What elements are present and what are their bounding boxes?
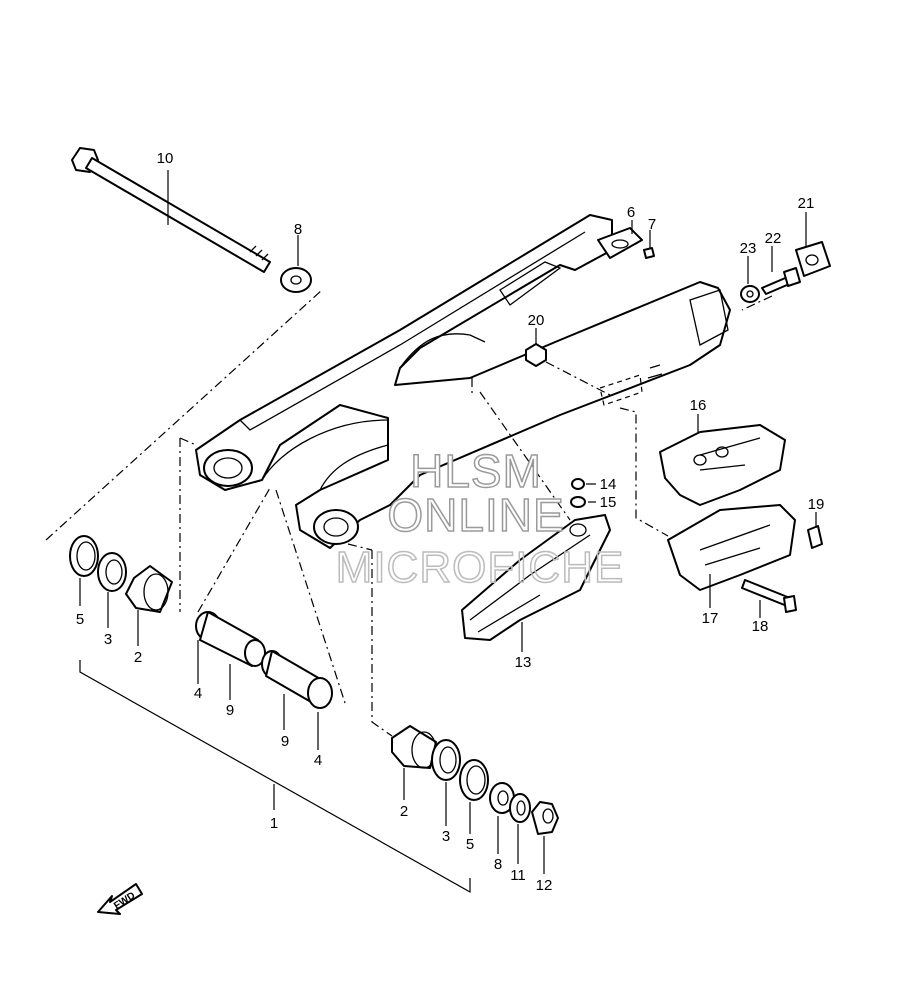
bracket <box>597 227 643 259</box>
washer-top <box>280 267 312 293</box>
dust-seal-left <box>69 535 99 577</box>
watermark: HLSM ONLINE MICROFICHE <box>335 444 625 593</box>
chain-guide-bolt-19 <box>807 525 823 549</box>
oil-seal-right <box>431 739 461 781</box>
callout-11: 11 <box>510 867 526 884</box>
callout-18: 18 <box>752 618 769 635</box>
callout-5-left: 5 <box>76 611 84 628</box>
callout-20: 20 <box>528 312 545 329</box>
bolt-small <box>643 247 655 259</box>
watermark-line3: MICROFICHE <box>336 543 625 592</box>
leader-lines <box>79 170 817 894</box>
callout-21: 21 <box>798 195 815 212</box>
washer-11 <box>509 793 531 823</box>
spacer-right <box>261 650 333 709</box>
callout-5-right: 5 <box>466 836 474 853</box>
callout-22: 22 <box>765 230 782 247</box>
callout-14: 14 <box>600 476 617 493</box>
oil-seal-left <box>97 552 127 592</box>
callout-2-right: 2 <box>400 803 408 820</box>
callout-2-left: 2 <box>134 649 142 666</box>
callout-16: 16 <box>690 397 707 414</box>
nut-12 <box>531 801 559 835</box>
nut-20 <box>525 343 547 367</box>
callout-19: 19 <box>808 496 825 513</box>
washer-15 <box>570 496 586 508</box>
swingarm-body <box>195 214 731 549</box>
fwd-arrow: FWD <box>97 883 143 915</box>
spacer-left <box>195 611 266 667</box>
callouts: 10 8 6 7 21 22 23 20 16 14 15 19 17 18 1… <box>76 150 825 894</box>
watermark-line1: HLSM <box>410 445 542 497</box>
callout-12: 12 <box>536 877 553 894</box>
callout-10: 10 <box>157 150 174 167</box>
callout-4-right: 4 <box>314 752 322 769</box>
callout-6: 6 <box>627 204 635 221</box>
chain-buffer <box>461 514 611 641</box>
callout-3-left: 3 <box>104 631 112 648</box>
callout-13: 13 <box>515 654 532 671</box>
pivot-shaft <box>71 147 271 273</box>
callout-1: 1 <box>270 815 278 832</box>
callout-9-right: 9 <box>281 733 289 750</box>
callout-7: 7 <box>648 216 656 233</box>
dust-seal-right <box>459 759 489 801</box>
callout-15: 15 <box>600 494 617 511</box>
callout-9-left: 9 <box>226 702 234 719</box>
chain-guide-bolt-18 <box>741 579 797 613</box>
adjuster-cap <box>795 241 831 277</box>
callout-17: 17 <box>702 610 719 627</box>
adjuster-bolt <box>761 267 801 295</box>
washer-23 <box>740 285 760 303</box>
bearing-left <box>125 565 173 613</box>
screw-14 <box>571 478 585 490</box>
watermark-line2: ONLINE <box>387 489 564 541</box>
chain-guide <box>659 424 796 591</box>
callout-8-top: 8 <box>294 221 302 238</box>
assembly-lines <box>45 289 773 737</box>
callout-8-right: 8 <box>494 856 502 873</box>
bearing-right <box>391 725 437 769</box>
callout-4-left: 4 <box>194 685 202 702</box>
callout-23: 23 <box>740 240 757 257</box>
callout-3-right: 3 <box>442 828 450 845</box>
